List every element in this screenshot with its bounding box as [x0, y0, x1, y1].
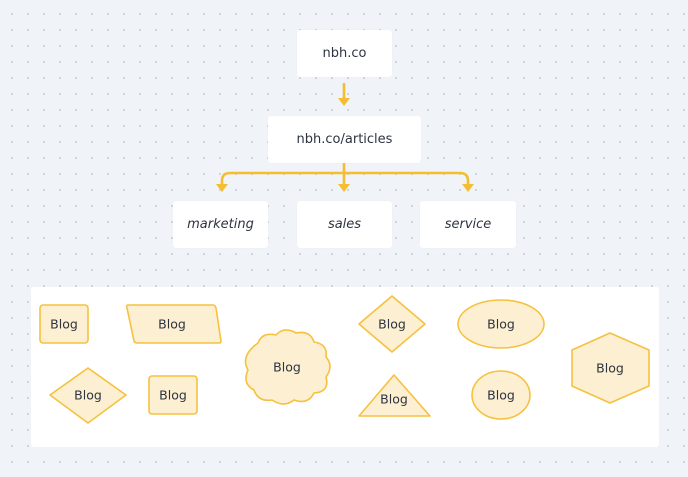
node-marketing-label: marketing	[187, 217, 254, 232]
node-root-label: nbh.co	[322, 46, 367, 61]
node-articles-label: nbh.co/articles	[296, 132, 393, 147]
shape-diamond[interactable]: Blog	[49, 367, 127, 424]
node-service[interactable]: service	[420, 201, 516, 248]
shape-label: Blog	[380, 392, 408, 407]
shape-diamond-2[interactable]: Blog	[358, 295, 426, 353]
shape-label: Blog	[159, 388, 187, 403]
shape-label: Blog	[378, 317, 406, 332]
shape-label: Blog	[273, 360, 301, 375]
shape-label: Blog	[596, 361, 624, 376]
shape-label: Blog	[487, 388, 515, 403]
shape-rectangle-small[interactable]: Blog	[148, 375, 198, 415]
shape-label: Blog	[74, 388, 102, 403]
connector-articles-children[interactable]	[216, 163, 474, 192]
node-service-label: service	[444, 217, 492, 232]
shape-label: Blog	[50, 317, 78, 332]
shape-label: Blog	[158, 317, 186, 332]
connector-root-articles[interactable]	[338, 83, 350, 106]
shape-label: Blog	[487, 317, 515, 332]
shape-rectangle[interactable]: Blog	[39, 304, 89, 344]
shape-triangle[interactable]: Blog	[358, 374, 431, 417]
shape-cloud[interactable]: Blog	[244, 329, 331, 405]
shape-parallelogram[interactable]: Blog	[125, 304, 222, 344]
node-sales[interactable]: sales	[297, 201, 392, 248]
node-articles[interactable]: nbh.co/articles	[268, 116, 421, 163]
node-marketing[interactable]: marketing	[173, 201, 268, 248]
shape-ellipse[interactable]: Blog	[457, 299, 545, 349]
node-root[interactable]: nbh.co	[297, 30, 392, 77]
shape-circle[interactable]: Blog	[471, 370, 531, 420]
node-sales-label: sales	[327, 217, 362, 232]
shape-hexagon[interactable]: Blog	[571, 332, 650, 404]
